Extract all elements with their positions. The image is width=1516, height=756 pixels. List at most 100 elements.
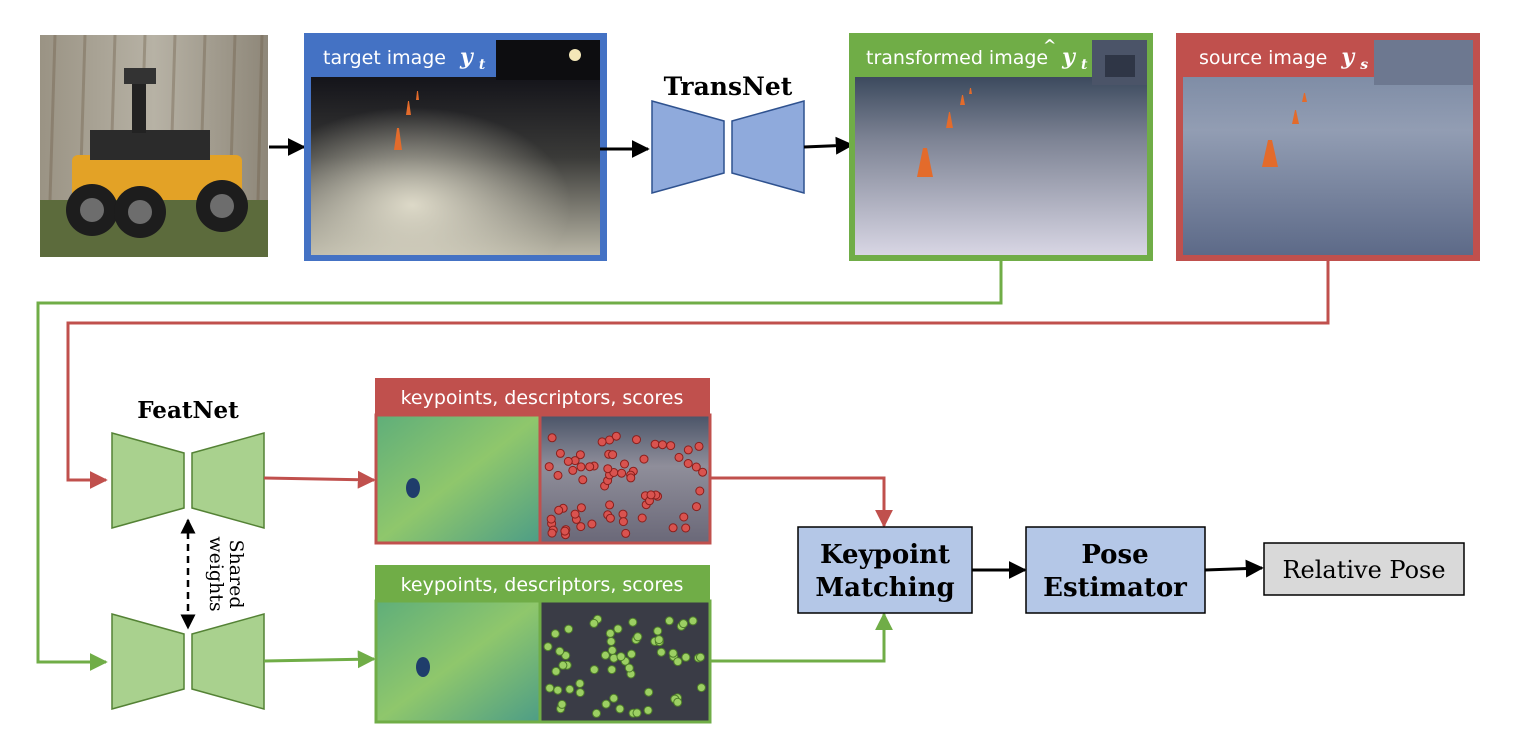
- keypoint-dot: [688, 616, 698, 626]
- keypoint-dot: [683, 459, 693, 468]
- keypoint-dot: [615, 704, 625, 714]
- keypoint-dot: [585, 462, 595, 472]
- target-image-symbol: y: [459, 44, 475, 70]
- keypoint-dot: [621, 528, 631, 538]
- keypoint-dot: [613, 624, 623, 634]
- keypoint-dot: [626, 473, 636, 483]
- transformed-image-hat: ^: [1043, 36, 1056, 55]
- shared-weights-label-1: Shared: [225, 539, 247, 608]
- keypoint-dot: [547, 528, 557, 538]
- keypoint-dot: [544, 462, 554, 472]
- transformed-image-symbol: y: [1061, 44, 1077, 70]
- svg-text:source image y s: source image y s: [1199, 44, 1368, 73]
- keypoint-dot: [561, 651, 571, 660]
- keypoint-dot: [554, 505, 564, 515]
- keypoint-dot: [668, 648, 678, 658]
- keypoint-dot: [575, 688, 585, 698]
- keypoint-dot: [628, 617, 638, 627]
- keypoint-dot: [646, 490, 656, 500]
- keypoint-dot: [696, 652, 705, 662]
- keypoint-dot: [576, 503, 586, 513]
- keypoint-dot: [633, 632, 643, 642]
- keypoint-dot: [668, 523, 678, 533]
- keypoint-dot: [545, 683, 555, 693]
- target-image-panel: target image y t: [304, 33, 607, 261]
- kds-top-label: keypoints, descriptors, scores: [401, 387, 684, 409]
- keypoint-dot: [546, 514, 556, 524]
- keypoint-dot: [576, 462, 586, 472]
- keypoint-dot: [618, 517, 628, 527]
- kds-bottom-panel: keypoints, descriptors, scores: [374, 565, 712, 724]
- keypoint-dot: [616, 652, 626, 662]
- keypoint-matching-label-1: Keypoint: [820, 540, 950, 570]
- keypoint-dot: [605, 500, 615, 510]
- keypoint-dot: [627, 649, 636, 659]
- keypoint-dot: [570, 509, 580, 519]
- keypoint-markers: [544, 431, 708, 540]
- keypoint-dot: [601, 699, 611, 709]
- red-route-to-matching: [710, 476, 893, 528]
- keypoint-dot: [698, 467, 708, 477]
- keypoint-dot: [555, 646, 565, 656]
- arrow-transnet-to-transformed: [803, 136, 854, 155]
- keypoint-dot: [575, 450, 585, 460]
- keypoint-dot: [605, 513, 615, 523]
- keypoint-dot: [565, 684, 575, 694]
- keypoint-dot: [639, 454, 649, 464]
- keypoint-dot: [666, 441, 676, 451]
- keypoint-dot: [575, 679, 585, 688]
- keypoint-dot: [624, 663, 634, 673]
- keypoint-dot: [696, 683, 706, 693]
- keypoint-dot: [632, 435, 641, 445]
- keypoint-dot: [607, 665, 617, 675]
- keypoint-dot: [692, 502, 701, 512]
- featnet-label: FeatNet: [137, 397, 239, 424]
- keypoint-matching-box: Keypoint Matching: [797, 526, 973, 614]
- keypoint-dot: [650, 439, 660, 449]
- keypoint-dot: [674, 452, 684, 462]
- keypoint-dot: [691, 462, 701, 472]
- svg-text:target image y t: target image y t: [323, 44, 486, 73]
- arrow-featnet-bottom-to-output: [263, 650, 376, 669]
- keypoint-dot: [578, 475, 588, 485]
- keypoint-dot: [576, 522, 586, 532]
- transformed-image-panel: transformed image y t ^: [849, 33, 1153, 261]
- keypoint-dot: [608, 450, 618, 460]
- keypoint-dot: [553, 470, 563, 480]
- keypoint-dot: [606, 637, 616, 646]
- green-route-to-matching: [710, 612, 893, 663]
- featnet-top-network: [111, 432, 265, 529]
- transformed-image-subscript: t: [1081, 57, 1088, 73]
- keypoint-dot: [597, 437, 607, 447]
- keypoint-dot: [550, 629, 560, 639]
- keypoint-dot: [557, 699, 567, 709]
- keypoint-dot: [654, 635, 664, 645]
- keypoint-dot: [643, 705, 653, 715]
- keypoint-matching-label-2: Matching: [815, 573, 954, 603]
- relative-pose-label: Relative Pose: [1282, 556, 1445, 584]
- keypoint-dot: [603, 464, 613, 474]
- keypoint-dot: [673, 657, 683, 667]
- cone-markers: [394, 91, 419, 150]
- keypoint-dot: [637, 513, 647, 523]
- transformed-image-label: transformed image: [866, 47, 1048, 69]
- featnet-bottom-network: [111, 613, 265, 710]
- shared-weights-label-2: weights: [205, 536, 227, 611]
- robot-photo: [40, 34, 268, 257]
- cone-markers: [917, 88, 972, 177]
- keypoint-dot: [609, 693, 619, 703]
- target-image-subscript: t: [479, 57, 486, 73]
- transnet-label: TransNet: [664, 72, 793, 101]
- keypoint-dot: [558, 660, 568, 670]
- keypoint-dot: [653, 626, 663, 636]
- keypoint-dot: [607, 645, 617, 655]
- arrow-pose-to-relative: [1204, 559, 1264, 578]
- pose-estimator-label-2: Estimator: [1043, 573, 1187, 603]
- keypoint-dot: [679, 512, 689, 522]
- pose-estimator-label-1: Pose: [1081, 540, 1148, 570]
- source-image-label: source image: [1199, 47, 1327, 69]
- keypoint-dot: [592, 708, 601, 718]
- keypoint-dot: [644, 687, 654, 697]
- red-route-to-featnet: [66, 261, 1330, 489]
